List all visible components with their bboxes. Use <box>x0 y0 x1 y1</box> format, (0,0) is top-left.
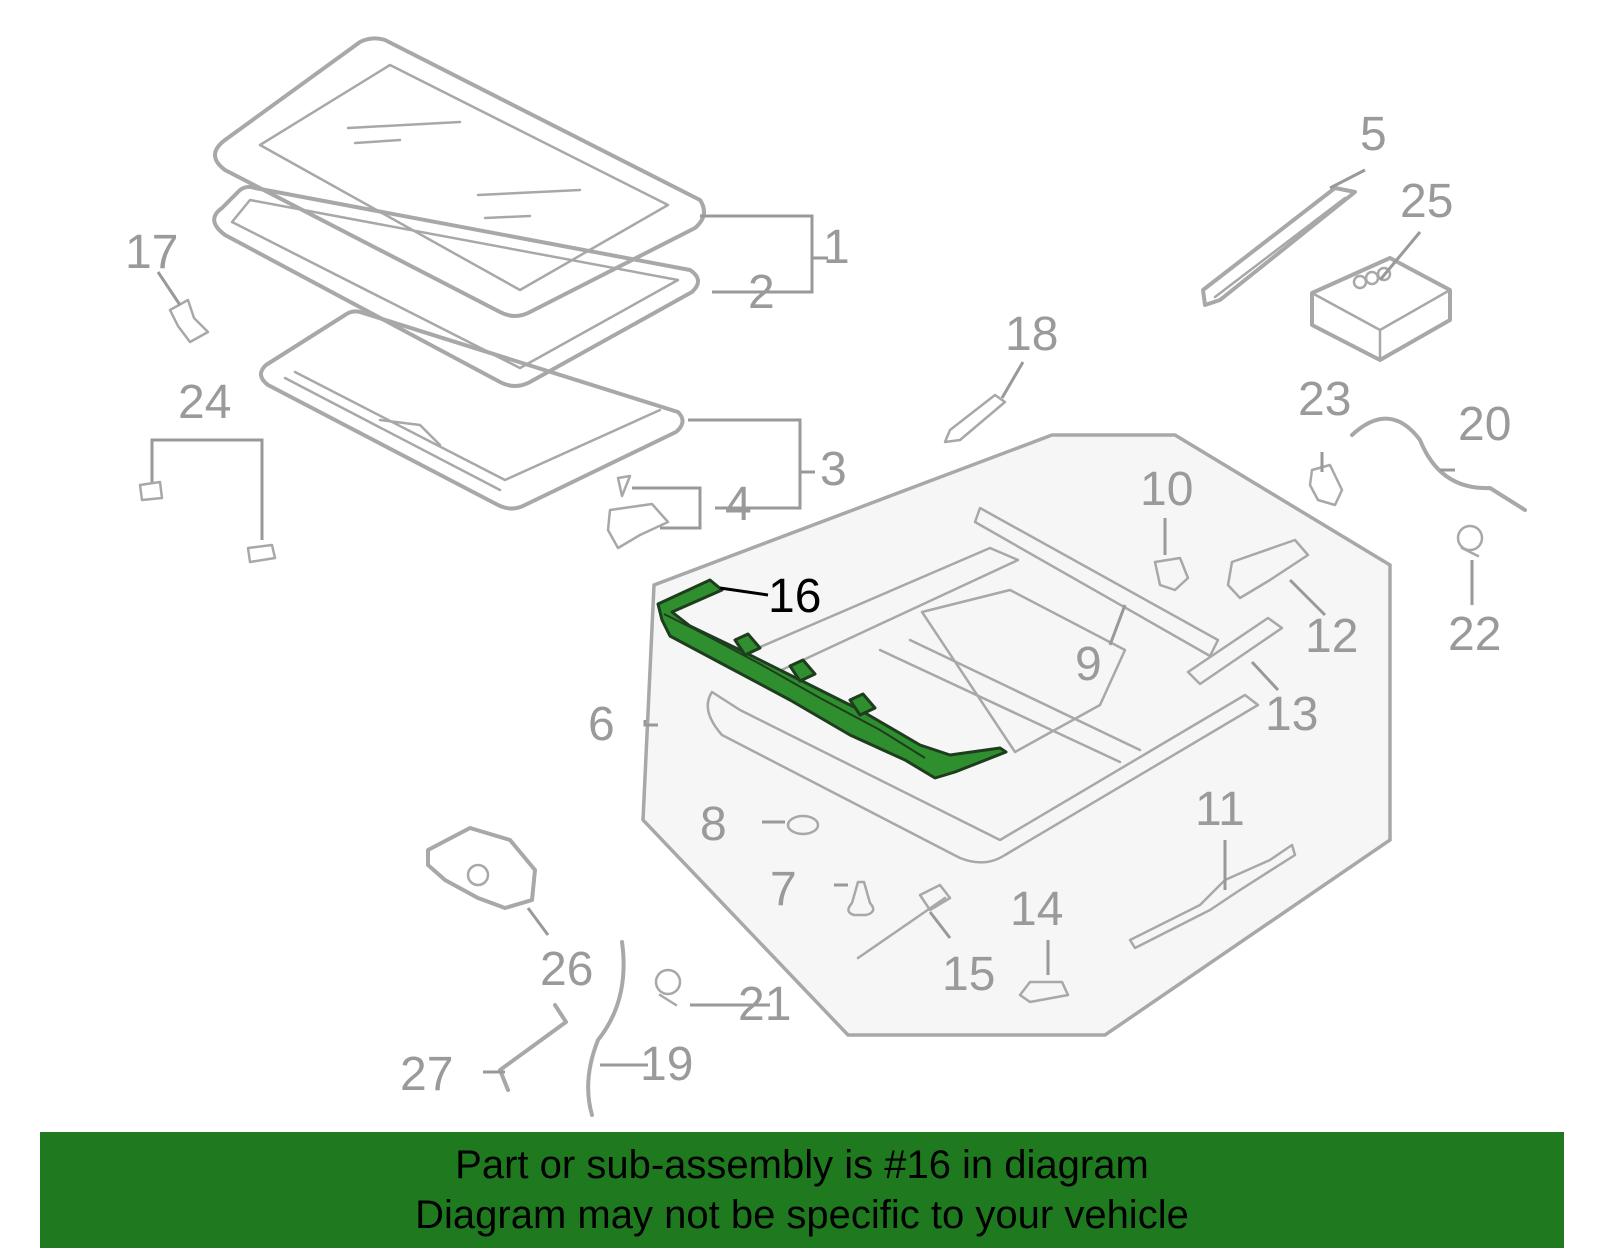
part-glass-panel[interactable] <box>213 36 706 318</box>
part-19-hose[interactable] <box>586 940 626 1117</box>
part-7-grommet[interactable] <box>847 880 875 917</box>
part-24-clip-a[interactable] <box>138 480 164 502</box>
banner-line-2: Diagram may not be specific to your vehi… <box>415 1193 1189 1237</box>
part-clip-bracket[interactable] <box>606 474 670 550</box>
callout-25: 25 <box>1400 175 1453 228</box>
info-banner: Part or sub-assembly is #16 in diagram D… <box>40 1132 1564 1248</box>
callout-13: 13 <box>1265 688 1318 741</box>
part-18-bracket[interactable] <box>943 393 1007 444</box>
callout-22: 22 <box>1448 608 1501 661</box>
callout-4: 4 <box>725 478 752 531</box>
callout-23: 23 <box>1298 373 1351 426</box>
part-26-motor[interactable] <box>426 826 537 910</box>
callout-7: 7 <box>770 863 797 916</box>
callout-5: 5 <box>1360 108 1387 161</box>
callout-27: 27 <box>400 1048 453 1101</box>
callout-26: 26 <box>540 943 593 996</box>
part-22-grommet[interactable] <box>1456 524 1484 558</box>
callout-10: 10 <box>1140 463 1193 516</box>
part-10-bracket[interactable] <box>1153 556 1190 592</box>
callout-18: 18 <box>1005 308 1058 361</box>
callout-12: 12 <box>1305 610 1358 663</box>
part-frame[interactable] <box>259 309 685 511</box>
callout-3: 3 <box>820 443 847 496</box>
part-27-hose[interactable] <box>498 1003 568 1092</box>
part-11-cable[interactable] <box>1128 843 1297 950</box>
part-kit-box[interactable] <box>1310 256 1452 362</box>
part-17-bracket[interactable] <box>168 298 210 344</box>
part-13-rail[interactable] <box>1186 616 1284 686</box>
part-glass-seal[interactable] <box>212 184 700 388</box>
callout-24: 24 <box>178 376 231 429</box>
part-16-highlighted[interactable] <box>656 578 1008 780</box>
part-20-hose[interactable] <box>1350 416 1527 512</box>
callout-20: 20 <box>1458 398 1511 451</box>
part-14-clip[interactable] <box>1018 980 1070 1004</box>
part-23-clip[interactable] <box>1308 463 1344 507</box>
callout-6: 6 <box>588 698 615 751</box>
callout-8: 8 <box>700 798 727 851</box>
part-12-mechanism[interactable] <box>1226 538 1310 600</box>
part-21-grommet[interactable] <box>654 968 682 1007</box>
part-guide-rail[interactable] <box>1201 186 1357 307</box>
part-24-clip-b[interactable] <box>246 543 277 564</box>
leader-lines <box>150 168 1474 1074</box>
part-8-washer[interactable] <box>786 814 820 836</box>
part-15-bracket[interactable] <box>856 883 952 960</box>
callout-15: 15 <box>942 948 995 1001</box>
callout-9: 9 <box>1075 638 1102 691</box>
callout-16: 16 <box>768 570 821 623</box>
callout-1: 1 <box>823 221 850 274</box>
assembly-panel <box>641 433 1392 1037</box>
callout-11: 11 <box>1195 783 1245 836</box>
banner-line-1: Part or sub-assembly is #16 in diagram <box>455 1143 1149 1187</box>
callout-17: 17 <box>125 226 178 279</box>
callout-19: 19 <box>640 1038 693 1091</box>
callout-21: 21 <box>738 978 791 1031</box>
callout-14: 14 <box>1010 883 1063 936</box>
callout-2: 2 <box>748 266 775 319</box>
